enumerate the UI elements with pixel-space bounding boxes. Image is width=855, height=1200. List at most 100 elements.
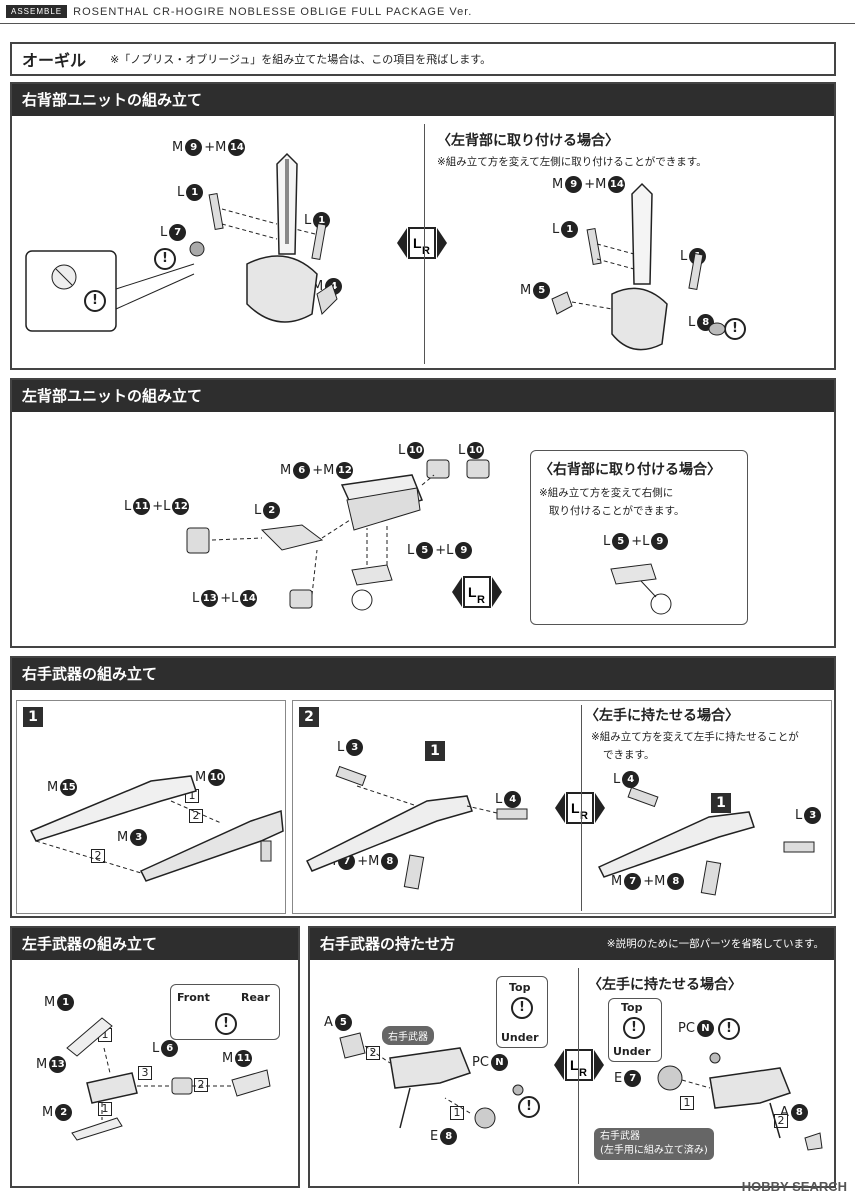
hold-weapon-note: ※説明のために一部パーツを省略しています。 <box>606 938 824 950</box>
under-label: Under <box>501 1031 539 1044</box>
ogiru-note: ※「ノブリス・オブリージュ」を組み立てた場合は、この項目を飛ばします。 <box>110 53 492 66</box>
svg-text:R: R <box>579 1067 587 1079</box>
hold-weapon-diagram <box>339 1032 524 1129</box>
left-hand-hold-title: 〈左手に持たせる場合〉 <box>588 977 742 993</box>
product-title: ROSENTHAL CR-HOGIRE NOBLESSE OBLIGE FULL… <box>73 5 473 18</box>
right-back-mount-note-2: 取り付けることができます。 <box>549 505 685 517</box>
step-box: 2 <box>194 1078 208 1092</box>
warning-icon: ! <box>623 1017 645 1039</box>
warning-icon: ! <box>84 290 106 312</box>
section-title: 左手武器の組み立て <box>12 928 298 960</box>
under-label: Under <box>613 1045 651 1058</box>
step-box: 2 <box>366 1046 380 1060</box>
divider <box>424 124 425 364</box>
left-back-unit-diagram <box>186 459 490 611</box>
step-number: 2 <box>299 707 319 727</box>
section-right-hand-weapon: 右手武器の組み立て 1 M15 M10 M3 1 2 2 2 L3 L4 M7+… <box>10 656 836 918</box>
section-title: 左背部ユニットの組み立て <box>12 380 834 412</box>
page-header: ASSEMBLE ROSENTHAL CR-HOGIRE NOBLESSE OB… <box>0 0 855 24</box>
svg-text:R: R <box>422 245 430 257</box>
hold-weapon-title: 右手武器の持たせ方 <box>320 935 456 953</box>
divider <box>578 968 579 1184</box>
step-number: 1 <box>23 707 43 727</box>
svg-text:L: L <box>570 1057 579 1073</box>
backpack-part-diagram-left <box>551 182 726 351</box>
svg-text:R: R <box>477 594 485 606</box>
backpack-part-diagram <box>189 152 338 323</box>
left-back-mount-title: 〈左背部に取り付ける場合〉 <box>437 133 619 149</box>
part-number-box: 1 <box>711 793 731 813</box>
left-right-swap-icon: L R <box>554 1049 604 1081</box>
svg-text:R: R <box>580 810 588 822</box>
watermark: HOBBY SEARCH <box>741 1179 847 1194</box>
left-back-mount-note: ※組み立て方を変えて左側に取り付けることができます。 <box>437 156 707 168</box>
right-back-mount-note-1: ※組み立て方を変えて右側に <box>539 487 674 499</box>
front-rear-callout: Front Rear ! <box>170 984 280 1040</box>
left-hand-title: 〈左手に持たせる場合〉 <box>585 708 739 724</box>
warning-icon: ! <box>154 248 176 270</box>
warning-icon: ! <box>215 1013 237 1035</box>
step-box: 2 <box>91 849 105 863</box>
section-title: 右手武器の持たせ方 ※説明のために一部パーツを省略しています。 <box>310 928 834 960</box>
left-right-swap-icon: L R <box>555 792 605 824</box>
rifle-left-hand-diagram <box>597 786 815 896</box>
step-box: 2 <box>189 809 203 823</box>
left-hand-note-2: できます。 <box>603 749 655 761</box>
right-weapon-left-tag: 右手武器 (左手用に組み立て済み) <box>594 1128 714 1160</box>
svg-text:L: L <box>571 800 580 816</box>
section-title: 右背部ユニットの組み立て <box>12 84 834 116</box>
step-box: 3 <box>138 1066 152 1080</box>
section-title: 右手武器の組み立て <box>12 658 834 690</box>
warning-icon: ! <box>518 1096 540 1118</box>
svg-text:L: L <box>413 235 422 251</box>
step-2-panel: 2 L3 L4 M7+M8 1 L R 〈左手に持たせる場合〉 ※組み立て方を変… <box>292 700 832 914</box>
left-hand-note-1: ※組み立て方を変えて左手に持たせることが <box>591 731 799 743</box>
step-box: 1 <box>680 1096 694 1110</box>
right-back-mount-title: 〈右背部に取り付ける場合〉 <box>539 462 721 478</box>
ogiru-box: オーギル ※「ノブリス・オブリージュ」を組み立てた場合は、この項目を飛ばします。 <box>10 42 836 76</box>
step-box: 2 <box>774 1114 788 1128</box>
svg-text:L: L <box>468 584 477 600</box>
rear-label: Rear <box>241 991 270 1004</box>
mount-part-diagram <box>610 563 672 615</box>
rifle-step1-diagram <box>29 775 284 882</box>
ogiru-title: オーギル <box>22 51 87 70</box>
right-back-mount-callout: 〈右背部に取り付ける場合〉 ※組み立て方を変えて右側に 取り付けることができます… <box>530 450 748 625</box>
top-label: Top <box>509 981 531 994</box>
top-under-callout: Top ! Under <box>496 976 548 1048</box>
assemble-tag: ASSEMBLE <box>6 5 68 18</box>
warning-icon: ! <box>718 1018 740 1040</box>
